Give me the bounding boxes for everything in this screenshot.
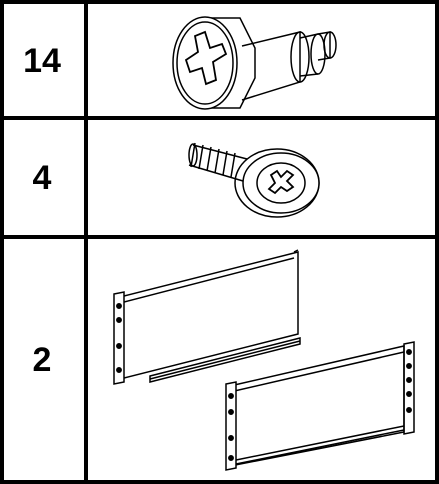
row-2-quantity: 4 [32,158,52,197]
row-3-quantity: 2 [32,340,52,379]
shoulder-screw-icon [172,16,337,110]
cross-head-screw-icon [188,142,320,218]
row-1-quantity: 14 [23,41,61,80]
mounting-bracket-icon [113,249,415,471]
